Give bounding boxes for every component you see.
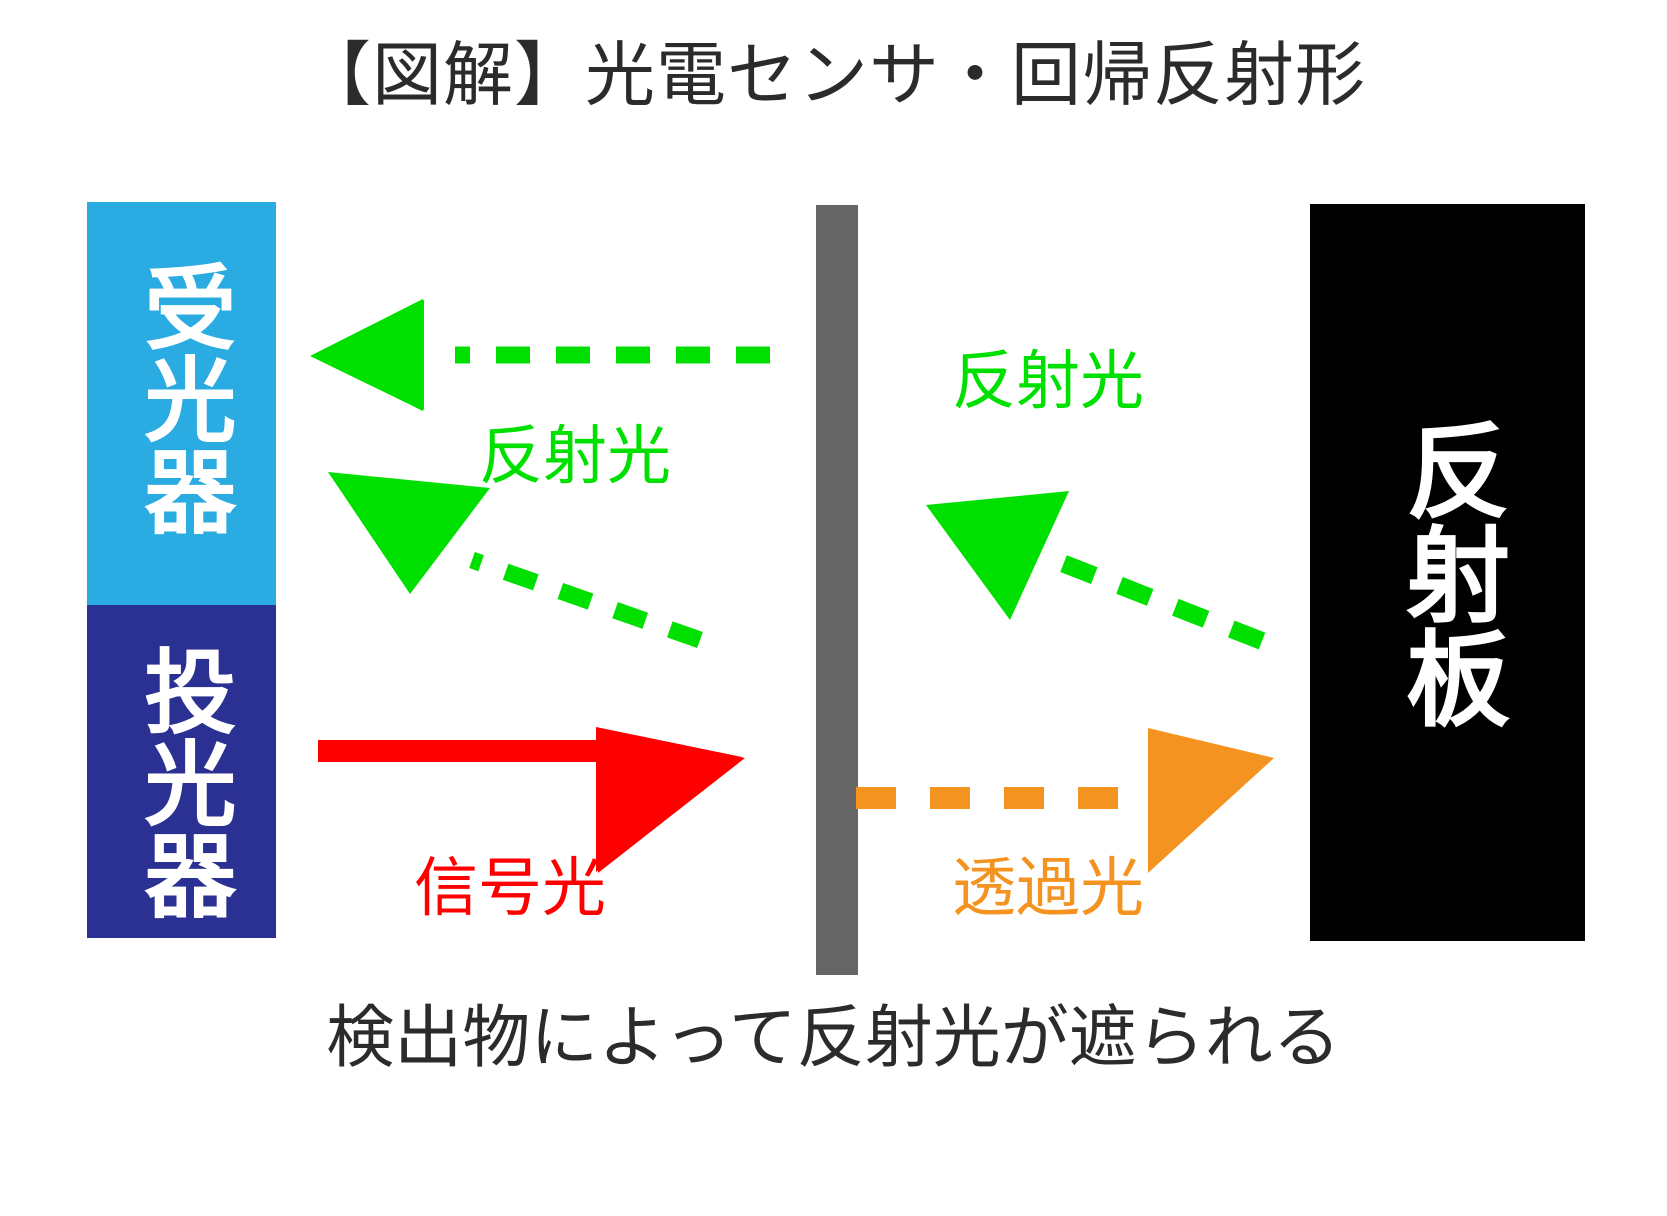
through-light-label: 透過光 [952, 852, 1144, 924]
emitter-block: 投光器 [87, 605, 276, 938]
receiver-block: 受光器 [87, 202, 276, 605]
reflector-panel: 反射板 [1310, 204, 1585, 941]
diagram-caption: 検出物によって反射光が遮られる [326, 1000, 1341, 1076]
reflected-light-upper-left-arrow [310, 299, 770, 411]
reflector-label: 反射板 [1389, 416, 1506, 729]
reflected-light-right-arrow [926, 491, 1266, 650]
obstacle-bar [816, 205, 858, 975]
signal-light-label: 信号光 [414, 852, 606, 924]
emitter-label: 投光器 [130, 643, 233, 920]
page-title: 【図解】光電センサ・回帰反射形 [301, 36, 1366, 114]
reflected-light-lower-left-arrow [328, 472, 703, 649]
reflected-light-right-label: 反射光 [952, 345, 1144, 417]
receiver-label: 受光器 [130, 259, 233, 536]
photoelectric-sensor-body: 受光器 投光器 [87, 202, 276, 938]
reflected-light-left-label: 反射光 [479, 420, 671, 492]
